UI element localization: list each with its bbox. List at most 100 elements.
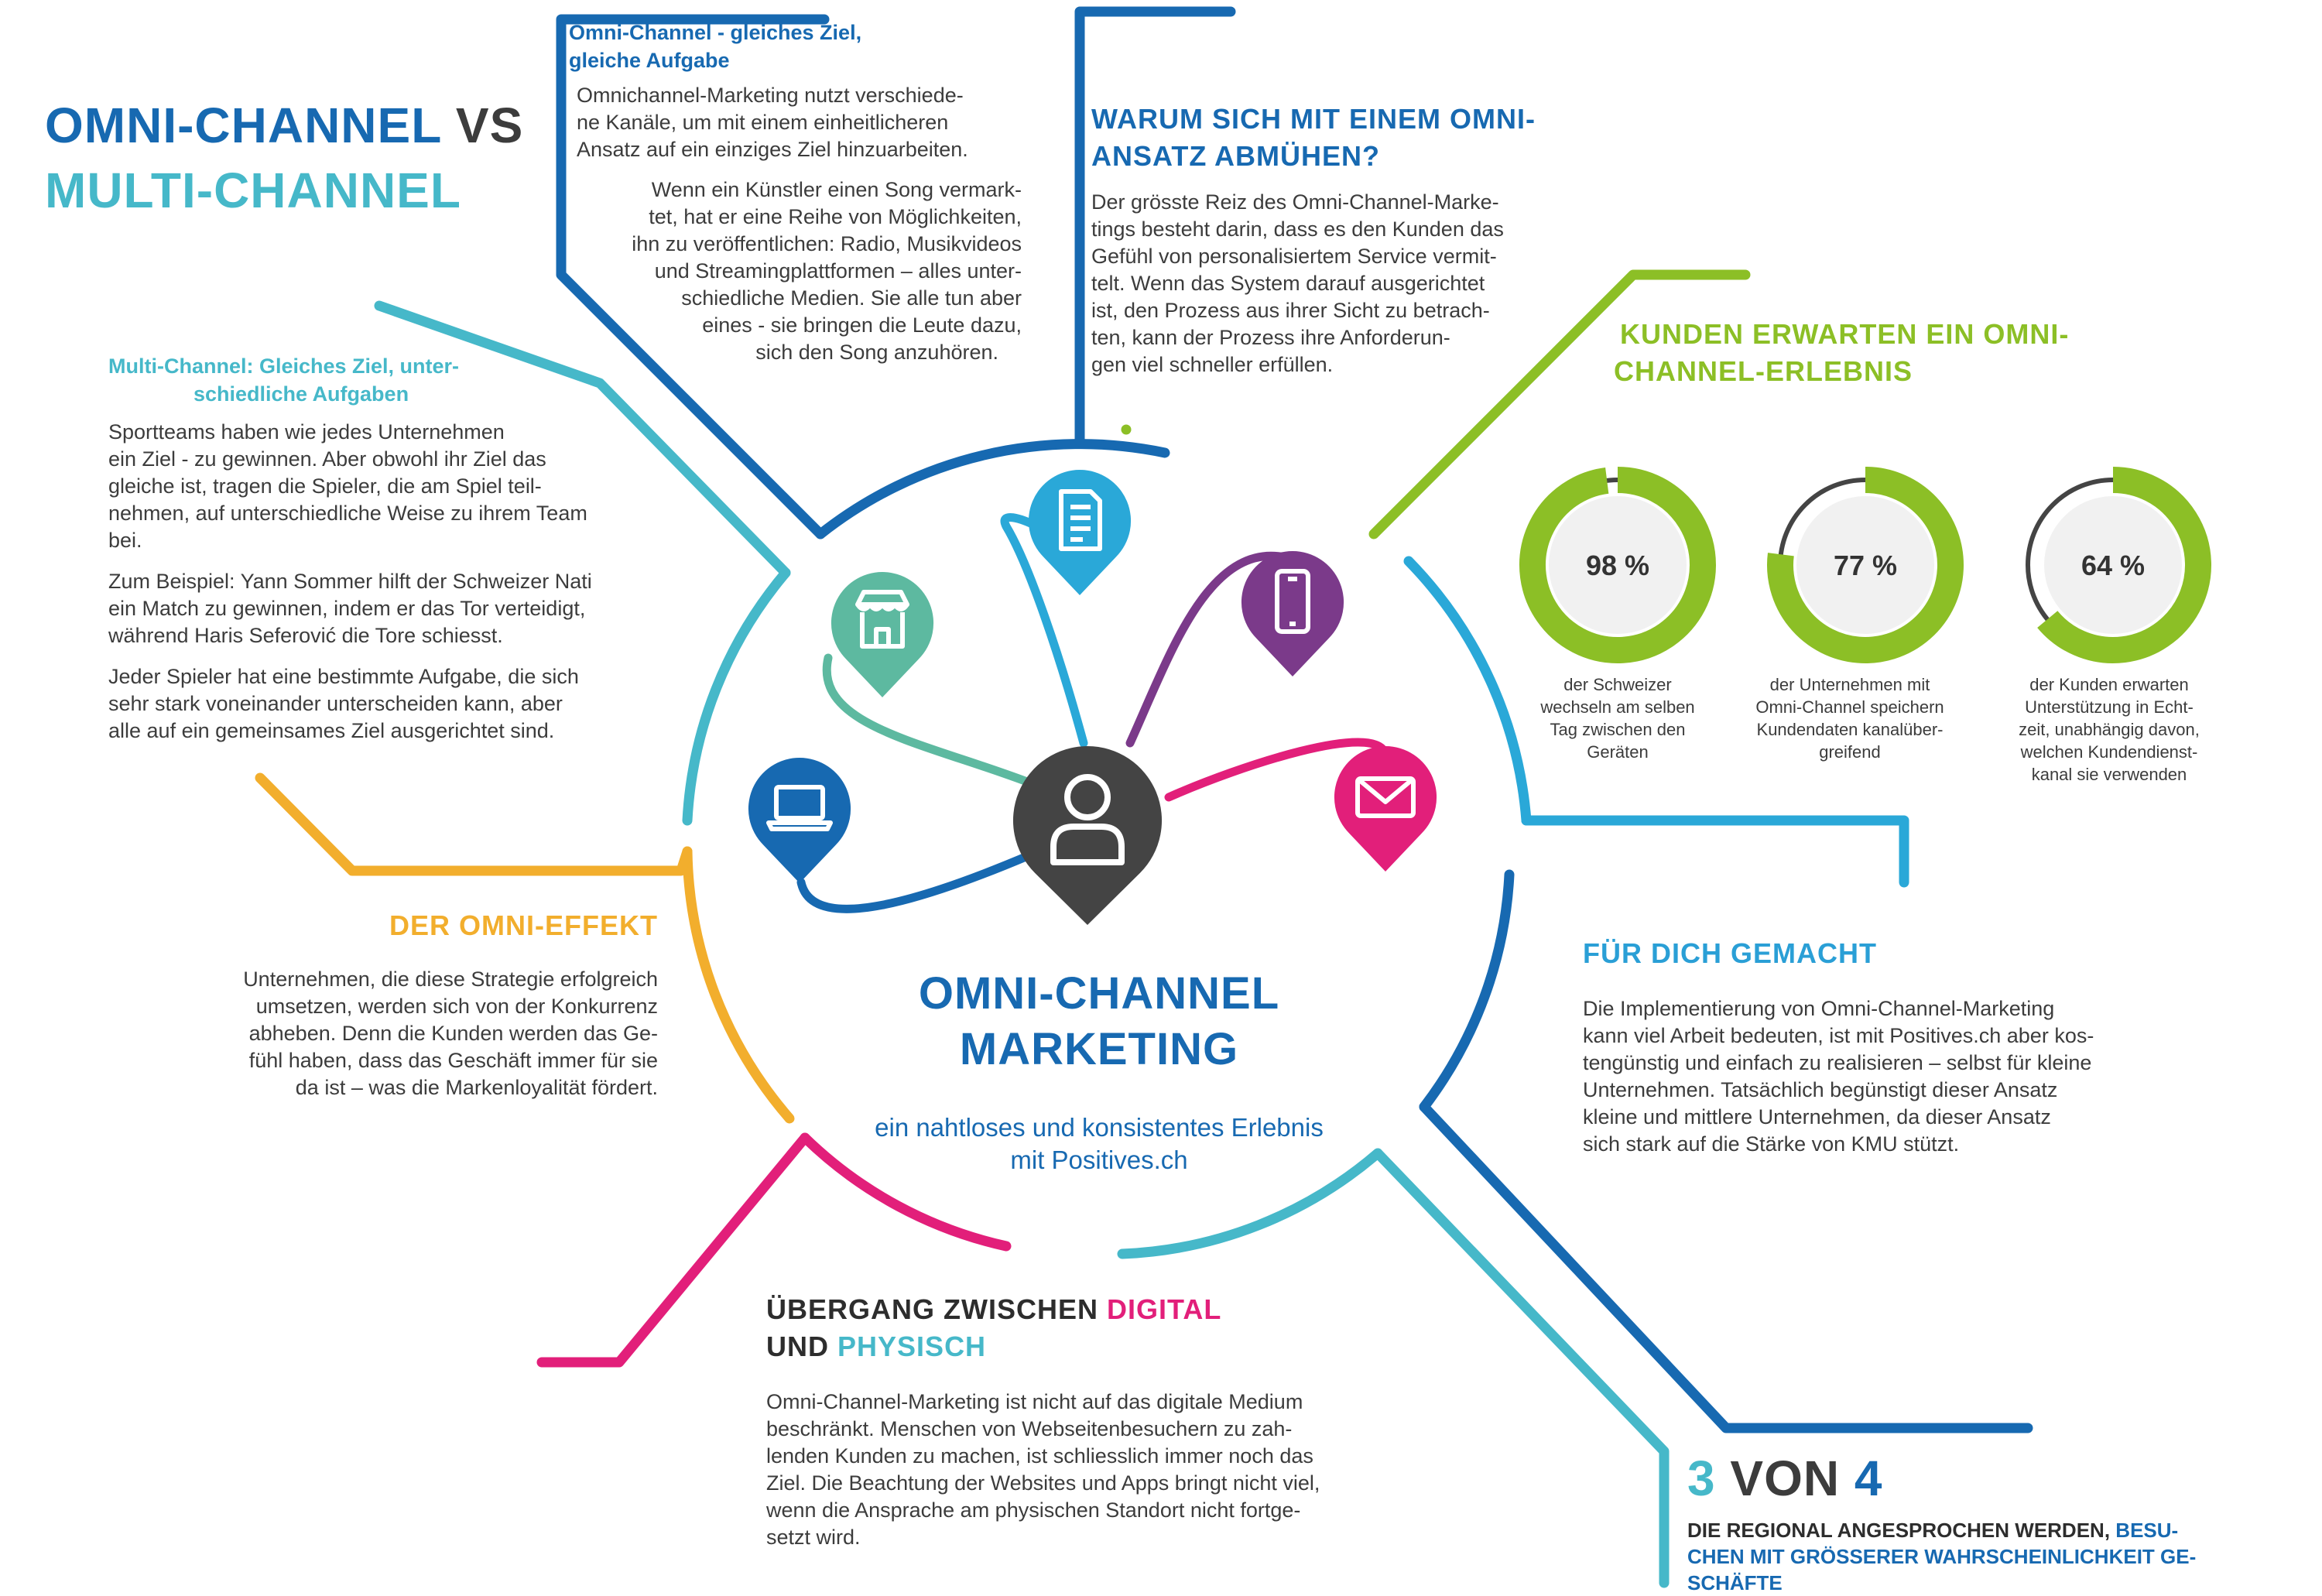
von-text-blue-inline: BESU- [2115,1519,2179,1542]
line-omni-orange [255,772,693,876]
line-multi-teal [374,300,791,578]
uebergang-h-part1: ÜBERGANG ZWISCHEN [766,1293,1098,1325]
warum-heading-1: WARUM SICH MIT EINEM OMNI- [1091,103,1536,135]
arc-left-teal [682,567,791,826]
effekt-heading: DER OMNI-EFFEKT [389,909,658,941]
smartphone-icon [1241,551,1344,676]
uebergang-section: ÜBERGANG ZWISCHEN DIGITAL UND PHYSISCH O… [766,1291,1447,1551]
stat-donut-center [1549,496,1687,634]
stat-donut-arc [1519,467,1716,663]
von-num1: 3 [1687,1450,1716,1506]
multi-p3-l2: sehr stark voneinander unterscheiden kan… [108,692,563,715]
uebergang-h-part4: PHYSISCH [837,1331,987,1362]
omni-p1-l2: ne Kanäle, um mit einem einheitlicheren [577,111,949,134]
store-icon [831,572,934,697]
effekt-l4: fühl haben, dass das Geschäft immer für … [248,1049,658,1072]
effekt-l1: Unternehmen, die diese Strategie erfolgr… [243,968,658,991]
warum-l4: telt. Wenn das System darauf ausgerichte… [1091,272,1485,295]
stat2-cap-l2: Omni-Channel speichern [1755,697,1944,717]
omni-p1-l1: Omnichannel-Marketing nutzt verschiede- [577,84,964,107]
connector-store [822,653,1042,790]
omni-p2-l5: schiedliche Medien. Sie alle tun aber [681,286,1022,310]
stat1-cap-l2: wechseln am selben [1540,697,1695,717]
omni-p2-l2: tet, hat er eine Reihe von Möglichkeiten… [649,205,1022,228]
stat-donut-arc [2037,467,2211,663]
stat2-cap-l3: Kundendaten kanalüber- [1756,720,1944,739]
uebergang-h-part2: DIGITAL [1107,1293,1222,1325]
arc-left-orange [682,846,795,1124]
omni-section: Omni-Channel - gleiches Ziel, gleiche Au… [569,19,1057,74]
multi-p2-l3: während Haris Seferović die Tore schiess… [108,624,503,647]
uebergang-h-part3: UND [766,1331,829,1362]
dich-l5: kleine und mittlere Unternehmen, da dies… [1583,1105,2051,1129]
von-section: 3 VON 4 DIE REGIONAL ANGESPROCHEN WERDEN… [1687,1449,2307,1596]
center-title-1: OMNI-CHANNEL [918,968,1280,1019]
multi-p3-l1: Jeder Spieler hat eine bestimmte Aufgabe… [108,665,579,688]
stat1-cap-l1: der Schweizer [1563,675,1672,694]
stat3-cap-l1: der Kunden erwarten [2029,675,2189,694]
arc-bottom-pink [800,1132,1012,1252]
dich-l4: Unternehmen. Tatsächlich begünstigt dies… [1583,1078,2058,1101]
uebergang-heading-2: UND PHYSISCH [766,1328,1447,1365]
multi-heading-1: Multi-Channel: Gleiches Ziel, unter- [108,354,460,378]
uebergang-l2: beschränkt. Menschen von Webseitenbesuch… [766,1417,1293,1440]
arc-right-blue [1403,556,1532,826]
effekt-l3: abheben. Denn die Kunden werden das Ge- [248,1022,658,1045]
dich-l3: tengünstig und einfach zu realisieren – … [1583,1051,2092,1074]
document-icon [1028,470,1132,595]
stat2-cap-l4: greifend [1819,742,1881,762]
stat-donut-arc [1767,467,1964,663]
line-dich-blue-2 [1419,1101,2033,1433]
stat-donut-center [1796,496,1934,634]
stat1-cap-l3: Tag zwischen den [1550,720,1686,739]
connector-phone [1125,551,1289,748]
omni-heading-2: gleiche Aufgabe [569,49,730,72]
uebergang-heading-1: ÜBERGANG ZWISCHEN DIGITAL [766,1291,1447,1328]
kunden-heading-1: KUNDEN ERWARTEN EIN OMNI- [1620,318,2070,350]
effekt-l2: umsetzen, werden sich von der Konkurrenz [255,995,658,1018]
line-warum-blue [1074,6,1236,447]
stat-value-label: 77 % [1834,550,1897,581]
omni-p2-l7: sich den Song anzuhören. [755,341,998,364]
effekt-body: Unternehmen, die diese Strategie erfolgr… [124,966,658,1101]
stat1-cap-l4: Geräten [1587,742,1649,762]
multi-heading-2: schiedliche Aufgaben [194,382,409,406]
warum-section: WARUM SICH MIT EINEM OMNI- ANSATZ ABMÜHE… [1091,101,1618,378]
uebergang-l1: Omni-Channel-Marketing ist nicht auf das… [766,1390,1303,1413]
center-sub-2: mit Positives.ch [1010,1146,1188,1174]
uebergang-l3: lenden Kunden zu machen, ist schliesslic… [766,1444,1313,1468]
uebergang-l5: wenn die Ansprache am physischen Standor… [766,1498,1301,1522]
dich-heading: FÜR DICH GEMACHT [1583,937,1877,969]
omni-para2: Wenn ein Künstler einen Song vermark- te… [557,176,1022,366]
omni-p2-l4: und Streamingplattformen – alles unter- [654,259,1022,283]
stat-donut-center [2044,496,2182,634]
warum-l6: ten, kann der Prozess ihre Anforderun- [1091,326,1450,349]
omni-para1: Omnichannel-Marketing nutzt verschiede- … [577,82,1072,163]
warum-body: Der grösste Reiz des Omni-Channel-Marke-… [1091,189,1618,378]
connector-document [1000,513,1088,748]
line-dich-blue [1521,815,1909,888]
multi-body: Sportteams haben wie jedes Unternehmen e… [108,419,704,745]
user-icon [1012,746,1163,925]
multi-p1-l4: nehmen, auf unterschiedliche Weise zu ih… [108,502,587,525]
multi-p3-l3: alle auf ein gemeinsames Ziel ausgericht… [108,719,555,742]
kunden-heading-2: CHANNEL-ERLEBNIS [1614,355,1913,387]
omni-p1-l3: Ansatz auf ein einziges Ziel hinzuarbeit… [577,138,968,161]
multi-p1-l1: Sportteams haben wie jedes Unternehmen [108,420,505,444]
omni-p2-l6: eines - sie bringen die Leute dazu, [702,313,1022,337]
laptop-icon [748,758,851,883]
stat-caption-3: der Kunden erwarten Unterstützung in Ech… [1993,673,2225,786]
omni-heading-1: Omni-Channel - gleiches Ziel, [569,21,862,44]
uebergang-body: Omni-Channel-Marketing ist nicht auf das… [766,1389,1447,1551]
effekt-section: DER OMNI-EFFEKT Unternehmen, die diese S… [124,907,658,1101]
connector-mail [1164,738,1390,802]
kunden-section: KUNDEN ERWARTEN EIN OMNI- CHANNEL-ERLEBN… [1614,316,2156,390]
stat3-cap-l3: zeit, unabhängig davon, [2019,720,2200,739]
stat-caption-1: der Schweizer wechseln am selben Tag zwi… [1513,673,1722,763]
center-title-2: MARKETING [959,1024,1239,1074]
main-title: OMNI-CHANNEL VS MULTI-CHANNEL [45,93,540,223]
omni-p2-l1: Wenn ein Künstler einen Song vermark- [651,178,1022,201]
von-num2: 4 [1854,1450,1883,1506]
